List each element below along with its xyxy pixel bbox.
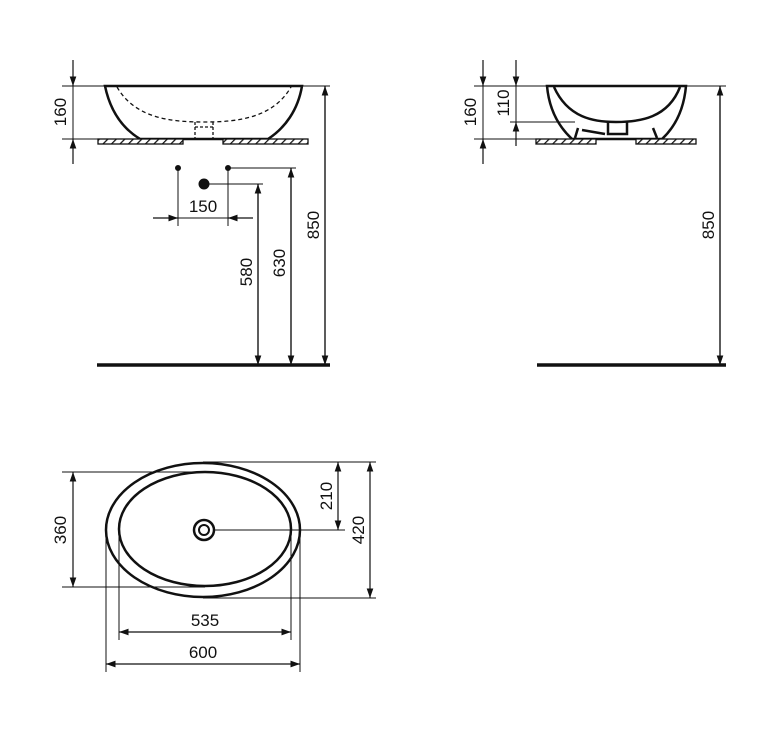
tap-height-630-label: 630 — [270, 249, 289, 277]
basin-side-outline — [545, 84, 688, 141]
plan-420-label: 420 — [349, 516, 368, 544]
inner-bowl — [117, 470, 293, 588]
side-view — [474, 60, 726, 367]
tap-height-580-label: 580 — [237, 258, 256, 286]
plan-360-label: 360 — [51, 516, 70, 544]
front-850-label: 850 — [304, 211, 323, 239]
drain-hidden — [194, 122, 214, 139]
plan-view — [62, 461, 376, 672]
side-850-label: 850 — [699, 211, 718, 239]
front-view — [62, 60, 330, 367]
drain-outer — [192, 518, 216, 542]
countertop-left — [97, 138, 184, 145]
side-countertop-left — [535, 138, 597, 145]
plan-535-label: 535 — [191, 611, 219, 630]
basin-side-inner — [552, 86, 682, 124]
side-height-label: 160 — [461, 98, 480, 126]
plan-210-label: 210 — [317, 482, 336, 510]
side-countertop-right — [635, 138, 697, 145]
tap-spacing-label: 150 — [189, 197, 217, 216]
basin-outline — [103, 84, 304, 141]
plan-600-label: 600 — [189, 643, 217, 662]
countertop-right — [222, 138, 309, 145]
front-height-label: 160 — [51, 98, 70, 126]
basin-inner-hidden — [116, 86, 292, 123]
drain-inner — [198, 524, 210, 536]
side-110-label: 110 — [494, 89, 513, 116]
